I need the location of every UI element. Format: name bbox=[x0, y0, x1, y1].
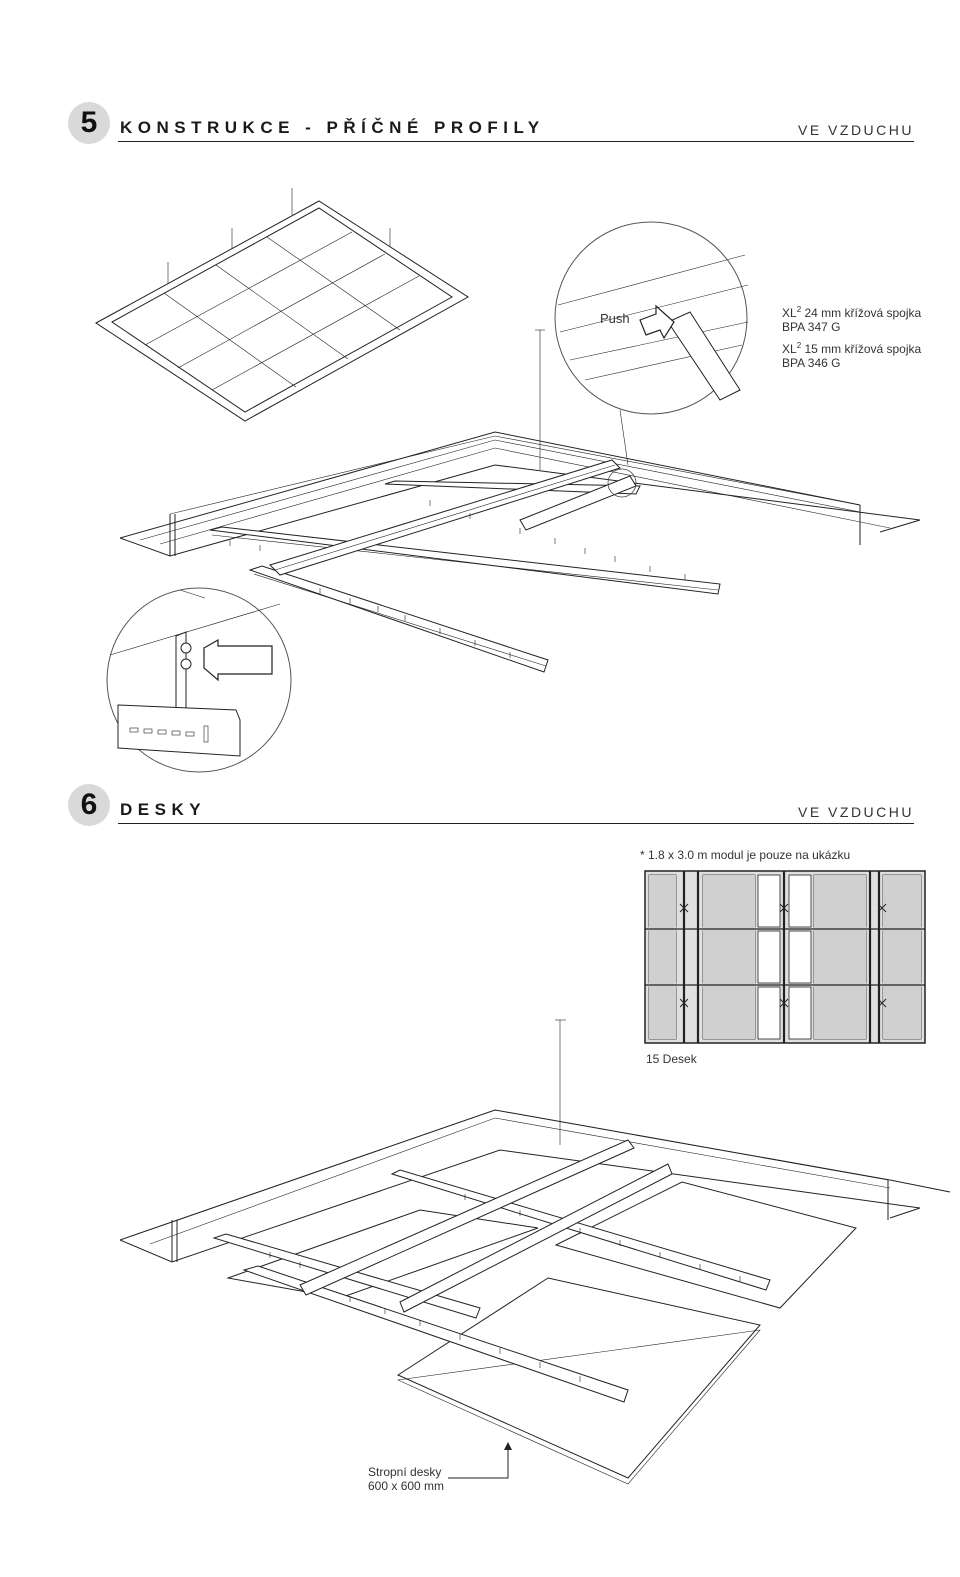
module-note: * 1.8 x 3.0 m modul je pouze na ukázku bbox=[640, 848, 851, 862]
cross-tee-24mm-note: XL2 24 mm křížová spojka BPA 347 G bbox=[782, 303, 921, 334]
section-5-number: 5 bbox=[68, 102, 110, 144]
section-6-rule bbox=[118, 823, 914, 824]
section-6-header: 6 DESKY VE VZDUCHU bbox=[68, 784, 914, 828]
section-5-header: 5 KONSTRUKCE - PŘÍČNÉ PROFILY VE VZDUCHU bbox=[68, 102, 914, 146]
note1-code: BPA 347 G bbox=[782, 320, 841, 334]
note2-code: BPA 346 G bbox=[782, 356, 841, 370]
panels-caption: 15 Desek bbox=[646, 1052, 697, 1066]
section-5-rule bbox=[118, 141, 914, 142]
section-6-title: DESKY bbox=[120, 800, 207, 819]
section-6-mode: VE VZDUCHU bbox=[797, 804, 914, 820]
tiles-label-line2: 600 x 600 mm bbox=[368, 1479, 445, 1493]
section-5-mode: VE VZDUCHU bbox=[797, 122, 914, 138]
note2-sup: 2 bbox=[796, 341, 802, 350]
tiles-label-line1: Stropní desky bbox=[368, 1465, 442, 1479]
section-6-number: 6 bbox=[68, 784, 110, 826]
push-label: Push bbox=[600, 311, 630, 326]
cross-tee-15mm-note: XL2 15 mm křížová spojka BPA 346 G bbox=[782, 339, 921, 370]
note1-rest: 24 mm křížová spojka bbox=[801, 306, 922, 320]
note2-rest: 15 mm křížová spojka bbox=[801, 342, 922, 356]
note1-sup: 2 bbox=[796, 305, 802, 314]
note1-prefix: XL bbox=[782, 306, 797, 320]
section-5-title: KONSTRUKCE - PŘÍČNÉ PROFILY bbox=[120, 118, 545, 137]
ceiling-tiles-label: Stropní desky 600 x 600 mm bbox=[368, 1465, 444, 1493]
note2-prefix: XL bbox=[782, 342, 797, 356]
